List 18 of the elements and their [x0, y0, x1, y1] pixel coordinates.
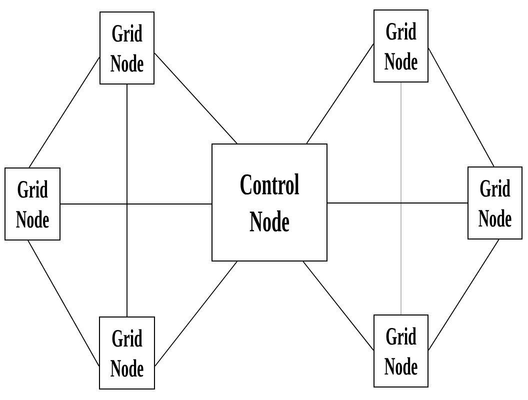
grid-node-box: Grid Node	[468, 166, 522, 240]
connector-line	[428, 239, 500, 351]
grid-node-box: Grid Node	[99, 316, 155, 390]
connector-line	[306, 43, 374, 144]
control-node-box: Control Node	[212, 144, 328, 262]
grid-node-box: Grid Node	[4, 168, 60, 240]
grid-node-box: Grid Node	[374, 10, 428, 82]
connector-line	[428, 48, 494, 167]
connector-line	[400, 82, 402, 315]
connector-line	[126, 84, 128, 317]
connector-line	[28, 240, 100, 367]
grid-node-box: Grid Node	[374, 314, 428, 388]
connector-line	[154, 261, 238, 367]
connector-line	[28, 56, 100, 168]
grid-node-box: Grid Node	[100, 12, 154, 84]
connector-line	[154, 52, 238, 144]
connector-line	[327, 202, 468, 204]
connector-line	[302, 261, 374, 351]
